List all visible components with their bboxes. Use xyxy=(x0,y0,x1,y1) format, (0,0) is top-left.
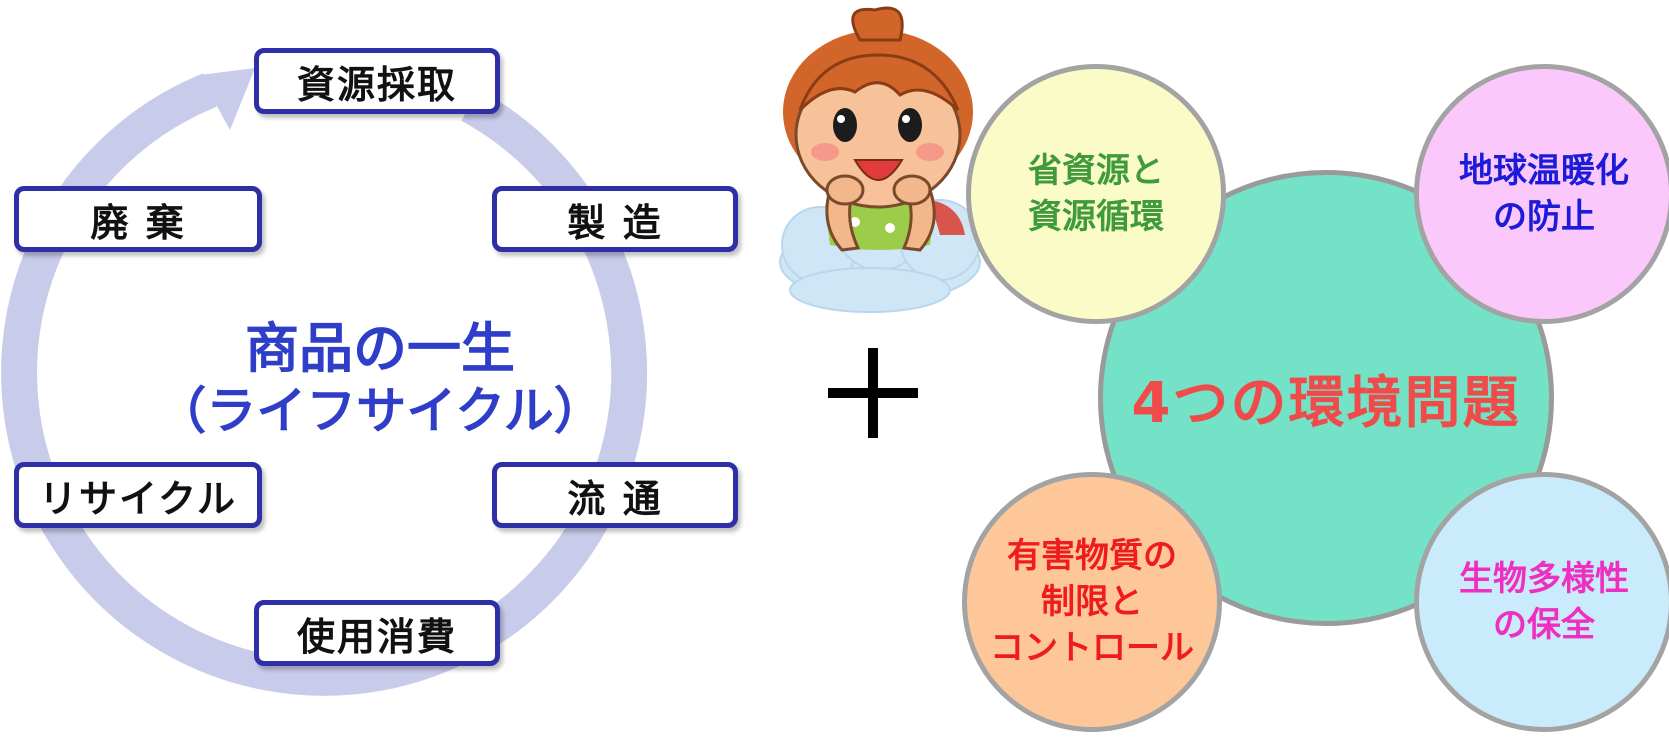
plus-icon xyxy=(828,348,918,438)
girl-on-cloud-icon xyxy=(779,6,981,313)
lifecycle-subtitle: （ライフサイクル） xyxy=(156,382,604,440)
issue-label-line: 生物多様性 xyxy=(1459,559,1629,599)
lifecycle-center-label: 商品の一生 （ライフサイクル） xyxy=(140,318,620,442)
issue-label-line: 地球温暖化 xyxy=(1459,151,1629,191)
step-manufacturing: 製 造 xyxy=(492,186,738,252)
lifecycle-title: 商品の一生 xyxy=(245,317,515,380)
issue-hazardous-substances: 有害物質の 制限と コントロール xyxy=(962,472,1222,732)
issue-label-line: 省資源と xyxy=(1028,151,1164,191)
issue-label-line: の防止 xyxy=(1493,197,1595,237)
step-recycling: リサイクル xyxy=(14,462,262,528)
step-resource-extraction: 資源採取 xyxy=(254,48,500,114)
issue-global-warming: 地球温暖化 の防止 xyxy=(1414,64,1669,324)
cycle-arrow-icon xyxy=(1,68,648,696)
environment-center-label: 4つの環境問題 xyxy=(1131,370,1521,436)
step-disposal: 廃 棄 xyxy=(14,186,262,252)
issue-biodiversity: 生物多様性 の保全 xyxy=(1414,472,1669,732)
issue-resource-conservation: 省資源と 資源循環 xyxy=(966,64,1226,324)
issue-label-line: 資源循環 xyxy=(1028,197,1164,237)
step-distribution: 流 通 xyxy=(492,462,738,528)
issue-label-line: コントロール xyxy=(990,628,1194,668)
issue-label-line: 有害物質の xyxy=(1007,536,1177,576)
issue-label-line: の保全 xyxy=(1493,605,1595,645)
issue-label-line: 制限と xyxy=(1041,582,1143,622)
step-use-consumption: 使用消費 xyxy=(254,600,500,666)
